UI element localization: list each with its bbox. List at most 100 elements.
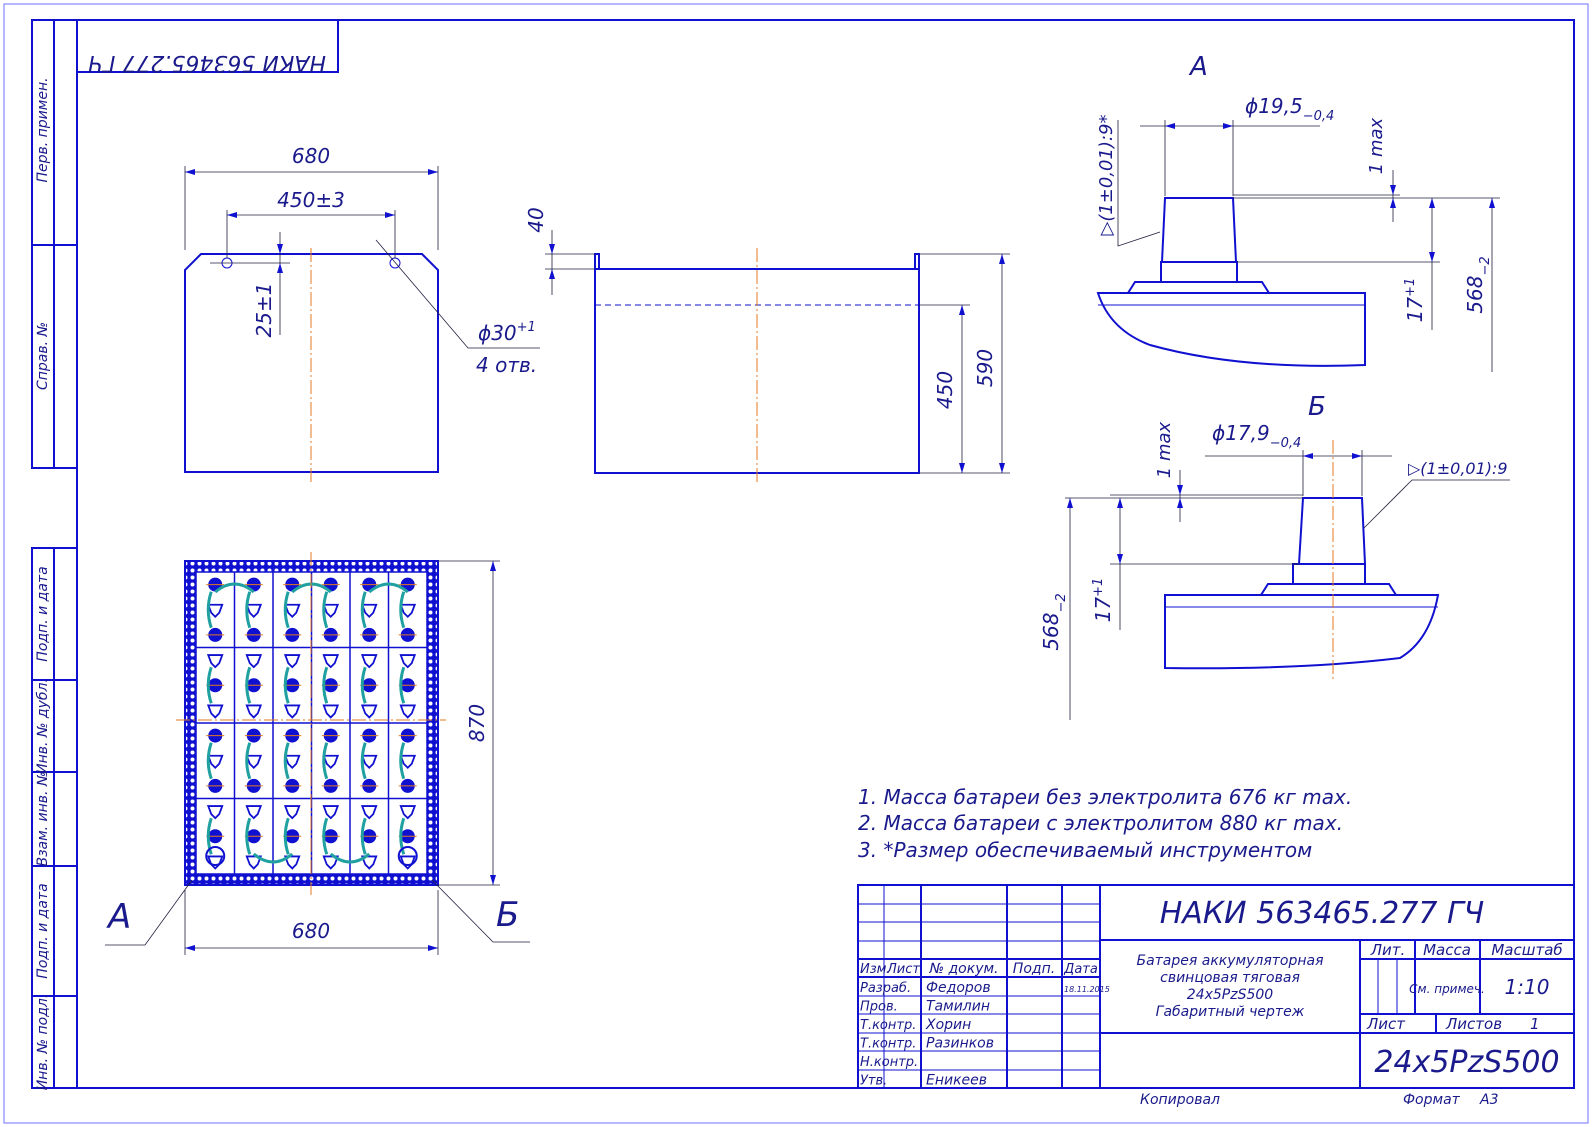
cell-vent [322,603,340,619]
cell-vent [399,654,417,669]
top-hole-dia: ϕ30+1 [478,320,536,345]
tb-format-label: Формат [1403,1092,1461,1108]
cell-connector [360,666,367,704]
tb-name-line-2: свинцовая тяговая [1160,970,1300,986]
side-first-use: Перв. примен. [35,77,51,182]
cell-vent [283,805,301,820]
cell-connector [399,666,406,704]
tb-col-date: Дата [1063,962,1098,977]
note-3: 3. *Размер обеспечиваемый инструментом [858,838,1312,862]
front-total-height-dim: 590 [973,349,997,387]
side-orig-inv: Инв. № подл. [35,994,51,1091]
detail-a-dia: ϕ19,5−0,4 [1245,94,1334,124]
cell-vent [206,754,224,770]
cell-connector [360,817,367,855]
tb-name-line-3: 24х5PzS500 [1187,987,1273,1003]
cell-vent [206,603,224,619]
cell-grid [196,572,427,874]
cell-connector [399,591,406,629]
cell-vent [283,754,301,770]
tb-mass: Масса [1423,941,1471,959]
top-hole-spacing-dim: 450±3 [277,188,345,212]
cell-vent [399,704,417,719]
side-ref-no: Справ. № [35,322,51,390]
detail-a-title: А [1188,52,1208,82]
tb-mass-value: См. примеч. [1409,982,1485,996]
tb-role-name: Тамилин [926,999,990,1015]
tb-scale-label: Масштаб [1491,941,1562,959]
cell-connector [206,666,213,704]
tb-name-line-1: Батарея аккумуляторная [1136,953,1323,969]
cell-connector [329,852,371,864]
tb-copied: Копировал [1140,1092,1220,1108]
detail-a: А ϕ19,5−0,4 ▷(1±0,01):9* 1 max 17+1 568−… [1096,52,1500,372]
cell-vent [399,603,417,619]
tb-role-name: Хорин [925,1017,971,1033]
cell-connector [206,817,213,855]
cell-connector [214,582,255,594]
cell-vent [322,654,340,669]
detail-b-title: Б [1308,392,1326,422]
plan-detail-a-label: А [106,897,131,937]
main-terminal-a [205,846,226,866]
detail-b-height: 568−2 [1039,593,1069,650]
cell-vent [245,805,263,820]
side-sign-date-2: Подп. и дата [35,883,51,978]
cell-vent [245,603,263,619]
tb-format-value: А3 [1479,1092,1498,1108]
cell-vent [360,805,378,820]
cell-connector [283,817,290,855]
cell-vent [360,754,378,770]
cell-connector [245,817,252,855]
tb-col-izm: Изм. [860,962,891,977]
cell-connector [283,591,290,629]
cell-connector [206,742,213,780]
top-hole-count: 4 отв. [476,353,537,377]
cell-vent [245,704,263,719]
cell-vent [360,855,378,870]
cell-vent [206,654,224,669]
cell-connector [206,591,213,629]
cell-connector [283,742,290,780]
top-hole-offset-dim: 25±1 [252,283,276,338]
cell-connector [245,666,252,704]
mirrored-designation-box: НАКИ 563465.277 ГЧ [76,19,339,75]
front-lip-dim: 40 [524,207,548,232]
tb-lit: Лит. [1370,941,1406,959]
cell-connector [360,742,367,780]
cell-connector [322,742,329,780]
side-dup-inv: Инв. № дубл. [35,678,51,774]
tb-role: Утв. [860,1074,887,1089]
plan-depth-dim: 870 [465,704,489,742]
sheet-trim-border [3,3,1589,1124]
cell-vent [399,754,417,770]
plan-detail-b-label: Б [496,895,519,935]
plan-width-dim: 680 [292,919,330,943]
side-replace-inv: Взам. инв. № [35,771,51,866]
cell-vent [245,754,263,770]
detail-a-terminal: 17+1 [1403,278,1427,323]
detail-b-dia: ϕ17,9−0,4 [1212,421,1301,451]
detail-a-taper: ▷(1±0,01):9* [1096,114,1117,235]
cell-vent [399,805,417,820]
cell-vent [206,704,224,719]
detail-a-gap: 1 max [1366,117,1387,174]
cell-vent [322,805,340,820]
cell-vent [360,654,378,669]
cell-vent [283,603,301,619]
cell-connector [283,666,290,704]
tb-scale-value: 1:10 [1505,975,1550,999]
note-1: 1. Масса батареи без электролита 676 кг … [858,785,1352,809]
tb-role: Т.контр. [860,1018,916,1033]
title-block: НАКИ 563465.277 ГЧ Батарея аккумуляторна… [857,884,1575,1089]
side-sign-date-1: Подп. и дата [35,566,51,661]
cell-vent [283,654,301,669]
detail-b-gap: 1 max [1154,421,1175,478]
detail-b-terminal: 17+1 [1091,578,1115,623]
top-width-dim: 680 [292,144,330,168]
tb-role-name: Еникеев [926,1073,987,1089]
tb-sheets-label: Листов [1445,1015,1502,1033]
cell-vent [206,805,224,820]
cell-connector [368,582,409,594]
